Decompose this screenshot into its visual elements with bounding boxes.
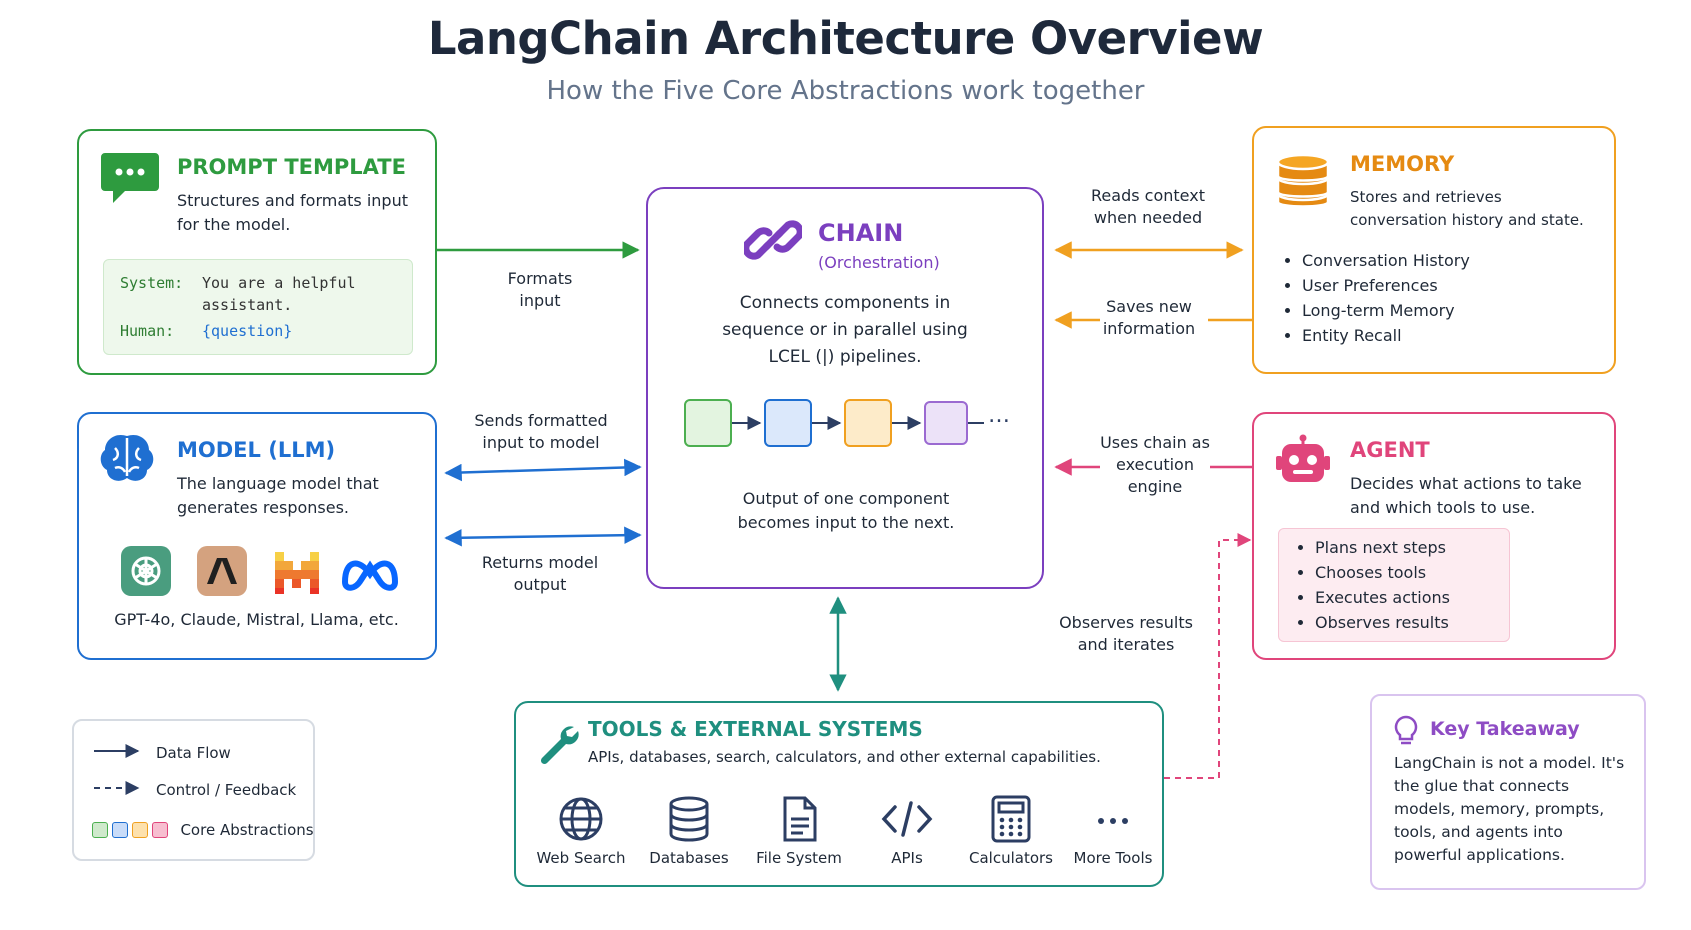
- code-text-human: {question}: [202, 322, 293, 340]
- database-icon: [669, 796, 709, 842]
- chain-subtitle: (Orchestration): [818, 253, 940, 272]
- prompt-desc: Structures and formats input for the mod…: [177, 191, 408, 234]
- legend-data-flow: Data Flow: [156, 744, 231, 762]
- more-icon: [1098, 818, 1128, 824]
- agent-item: Plans next steps: [1315, 535, 1450, 560]
- edge-label-reads-context: Reads context when needed: [1091, 186, 1205, 227]
- legend-line-samples: [94, 744, 140, 795]
- page-subtitle: How the Five Core Abstractions work toge…: [546, 76, 1145, 106]
- prompt-title: PROMPT TEMPLATE: [177, 155, 406, 179]
- tools-title: TOOLS & EXTERNAL SYSTEMS: [588, 717, 923, 741]
- tool-label: Databases: [649, 849, 729, 867]
- legend-control: Control / Feedback: [156, 781, 297, 799]
- anthropic-logo-icon: [197, 546, 247, 596]
- wrench-icon: [540, 726, 579, 765]
- chain-stage-model: [764, 399, 812, 447]
- page-title: LangChain Architecture Overview: [427, 12, 1264, 65]
- memory-title: MEMORY: [1350, 152, 1455, 176]
- chain-card: CHAIN (Orchestration) Connects component…: [646, 187, 1044, 589]
- agent-item: Observes results: [1315, 610, 1450, 635]
- mistral-logo-icon: [275, 552, 319, 594]
- tool-more-tools: More Tools: [1058, 795, 1168, 867]
- agent-title: AGENT: [1350, 438, 1430, 462]
- memory-item: Conversation History: [1302, 248, 1470, 273]
- chain-ellipsis: …: [988, 403, 1010, 428]
- memory-item: User Preferences: [1302, 273, 1470, 298]
- edge-chain-model-return: [444, 526, 642, 547]
- key-takeaway-card: Key Takeaway LangChain is not a model. I…: [1370, 694, 1646, 890]
- tool-label: APIs: [891, 849, 923, 867]
- agent-steps-box: Plans next steps Chooses tools Executes …: [1278, 528, 1510, 642]
- tool-label: More Tools: [1073, 849, 1153, 867]
- meta-logo-icon: [341, 560, 399, 591]
- calculator-icon: [991, 795, 1031, 843]
- agent-card: AGENT Decides what actions to take and w…: [1252, 412, 1616, 660]
- edge-label-uses-chain: Uses chain as execution engine: [1100, 433, 1210, 496]
- code-role-human: Human:: [120, 322, 175, 340]
- tool-calculators: Calculators: [956, 795, 1066, 867]
- file-icon: [783, 796, 817, 842]
- agent-item: Chooses tools: [1315, 560, 1450, 585]
- swatch-pink: [152, 822, 168, 838]
- brain-icon: [100, 434, 154, 481]
- chain-stage-prompt: [684, 399, 732, 447]
- legend-box: Data Flow Control / Feedback Core Abstra…: [72, 719, 315, 861]
- swatch-blue: [112, 822, 128, 838]
- prompt-code-block: System: You are a helpful assistant. Hum…: [103, 259, 413, 355]
- tool-label: Calculators: [969, 849, 1053, 867]
- link-icon: [744, 220, 802, 260]
- memory-desc: Stores and retrieves conversation histor…: [1350, 188, 1584, 229]
- chain-caption: Output of one component becomes input to…: [737, 489, 955, 532]
- legend-swatches: Core Abstractions: [92, 821, 314, 839]
- memory-item: Entity Recall: [1302, 323, 1470, 348]
- memory-item: Long-term Memory: [1302, 298, 1470, 323]
- tool-file-system: File System: [744, 795, 854, 867]
- model-desc: The language model that generates respon…: [177, 474, 379, 517]
- edge-label-formats-input: Formats input: [507, 269, 573, 310]
- swatch-green: [92, 822, 108, 838]
- edge-label-returns-output: Returns model output: [481, 553, 599, 594]
- robot-icon: [1276, 434, 1330, 482]
- chain-flow-arrows: [732, 416, 984, 430]
- agent-list: Plans next steps Chooses tools Executes …: [1293, 535, 1450, 635]
- edge-label-observes: Observes results and iterates: [1059, 613, 1193, 654]
- agent-desc: Decides what actions to take and which t…: [1350, 474, 1582, 517]
- edge-label-sends-formatted: Sends formatted input to model: [474, 411, 608, 452]
- edge-tools-agent-feedback: [1164, 533, 1252, 779]
- model-title: MODEL (LLM): [177, 438, 336, 462]
- globe-icon: [559, 797, 603, 841]
- code-icon: [881, 801, 933, 837]
- edge-label-saves-info: Saves new information: [1102, 297, 1196, 338]
- lightbulb-icon: [1394, 715, 1418, 745]
- tools-desc: APIs, databases, search, calculators, an…: [588, 748, 1101, 766]
- code-text-system-2: assistant.: [202, 296, 293, 314]
- tool-apis: APIs: [852, 795, 962, 867]
- database-icon: [1276, 153, 1330, 208]
- openai-logo-icon: [121, 546, 171, 596]
- tool-label: File System: [756, 849, 842, 867]
- tool-databases: Databases: [634, 795, 744, 867]
- code-text-system: You are a helpful: [202, 274, 356, 292]
- tool-label: Web Search: [536, 849, 626, 867]
- memory-card: MEMORY Stores and retrieves conversation…: [1252, 126, 1616, 374]
- prompt-template-card: PROMPT TEMPLATE Structures and formats i…: [77, 129, 437, 375]
- edge-chain-model-send: [444, 458, 642, 482]
- legend-core: Core Abstractions: [180, 821, 314, 839]
- swatch-orange: [132, 822, 148, 838]
- agent-item: Executes actions: [1315, 585, 1450, 610]
- memory-list: Conversation History User Preferences Lo…: [1280, 248, 1470, 348]
- chain-stage-agent: [924, 401, 968, 445]
- chain-title: CHAIN: [818, 219, 904, 247]
- chain-desc: Connects components in sequence or in pa…: [722, 293, 968, 367]
- takeaway-text: LangChain is not a model. It's the glue …: [1394, 754, 1625, 864]
- tool-web-search: Web Search: [526, 795, 636, 867]
- chain-stage-memory: [844, 399, 892, 447]
- chat-bubble-icon: [101, 153, 159, 203]
- model-providers-caption: GPT-4o, Claude, Mistral, Llama, etc.: [114, 610, 399, 629]
- takeaway-title: Key Takeaway: [1430, 718, 1580, 740]
- tools-card: TOOLS & EXTERNAL SYSTEMS APIs, databases…: [514, 701, 1164, 887]
- model-card: MODEL (LLM) The language model that gene…: [77, 412, 437, 660]
- code-role-system: System:: [120, 274, 184, 292]
